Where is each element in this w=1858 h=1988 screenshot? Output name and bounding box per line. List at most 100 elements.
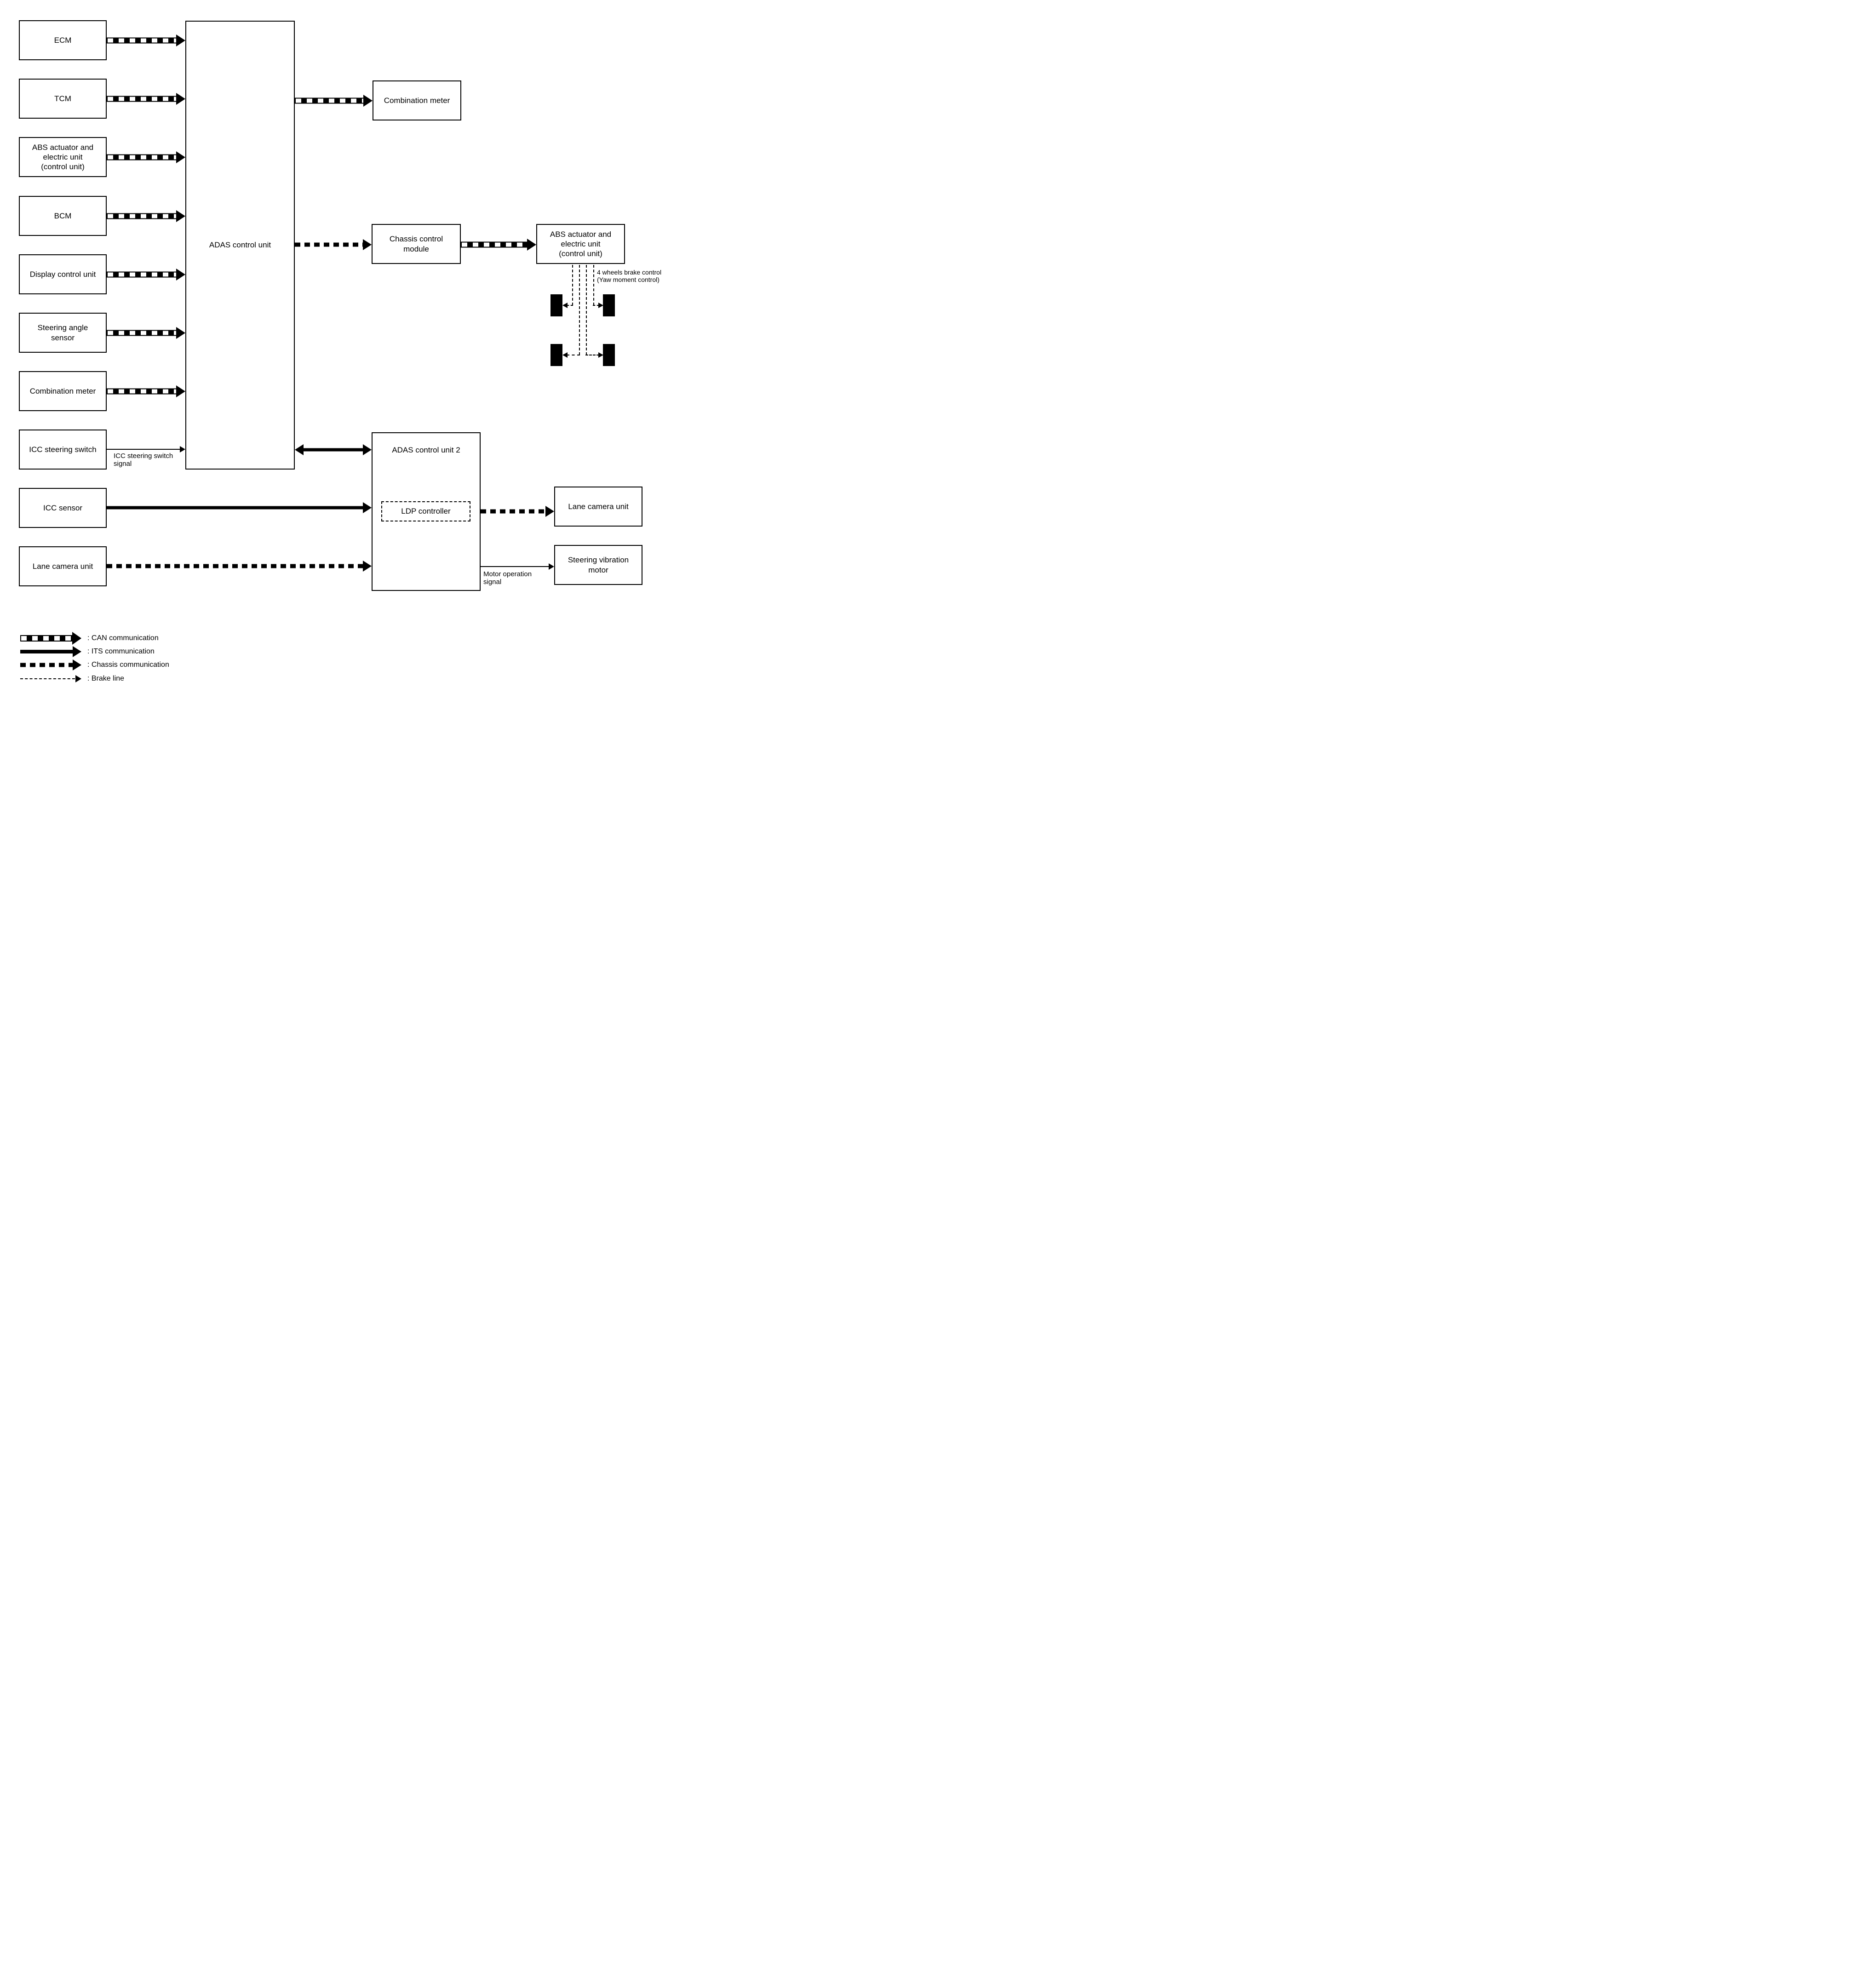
node-icc-sensor: ICC sensor [19, 488, 107, 528]
arrowhead-right-icon [176, 93, 185, 105]
legend-label-its: : ITS communication [87, 647, 155, 655]
brake-line-rear-right [586, 265, 587, 355]
arrowhead-right-icon [75, 675, 81, 682]
can-arrow-sample-icon [20, 632, 81, 645]
node-combination-meter-left: Combination meter [19, 371, 107, 411]
label-4-wheels-brake-control: 4 wheels brake control (Yaw moment contr… [597, 269, 662, 283]
node-steering-angle-sensor: Steering angle sensor [19, 313, 107, 353]
wheel-front-right-icon [603, 294, 615, 316]
edge-its-icc-sensor-to-adas2 [107, 501, 372, 514]
brake-arrow-rear-left [562, 352, 580, 358]
adas-system-diagram: ECM TCM ABS actuator and electric unit (… [0, 0, 669, 716]
edge-its-adas-to-adas2-bidirectional [295, 443, 372, 456]
node-lane-camera-right: Lane camera unit [554, 487, 642, 527]
brake-dash [593, 305, 599, 306]
edge-chassis-adas-to-chassis-module [295, 239, 372, 251]
arrowhead-right-icon [363, 239, 372, 250]
edge-can-chassis-module-to-abs [461, 238, 536, 251]
can-shaft [107, 154, 177, 160]
arrowhead-right-icon [598, 352, 603, 358]
can-shaft [107, 388, 177, 395]
arrowhead-left-icon [562, 303, 568, 308]
arrowhead-right-icon [180, 446, 185, 453]
brake-line-front-left [572, 265, 573, 305]
chassis-shaft [20, 663, 73, 667]
arrowhead-right-icon [527, 239, 536, 251]
node-abs-actuator-left: ABS actuator and electric unit (control … [19, 137, 107, 177]
arrowhead-right-icon [363, 502, 372, 513]
node-combination-meter-right: Combination meter [373, 80, 461, 120]
edge-can-meter-to-adas [107, 385, 185, 398]
wheel-front-left-icon [551, 294, 562, 316]
node-chassis-control-module: Chassis control module [372, 224, 461, 264]
arrowhead-left-icon [562, 352, 568, 358]
label-icc-steering-switch-signal: ICC steering switch signal [114, 452, 173, 468]
node-tcm: TCM [19, 79, 107, 119]
arrowhead-right-icon [73, 646, 81, 657]
arrowhead-right-icon [73, 659, 81, 670]
arrowhead-right-icon [176, 269, 185, 281]
chassis-shaft [481, 509, 546, 514]
brake-line-sample-icon [20, 672, 81, 685]
brake-dash [20, 678, 75, 679]
arrowhead-right-icon [176, 210, 185, 222]
arrowhead-right-icon [176, 385, 185, 397]
node-lane-camera-left: Lane camera unit [19, 546, 107, 586]
edge-signal-adas2-to-vibration-motor [481, 563, 554, 570]
arrowhead-left-icon [295, 444, 304, 455]
chassis-shaft [107, 564, 364, 568]
node-adas-control-unit: ADAS control unit [185, 21, 295, 470]
can-shaft [107, 37, 177, 44]
can-shaft [20, 635, 73, 642]
node-steering-vibration-motor: Steering vibration motor [554, 545, 642, 585]
legend-label-can: : CAN communication [87, 634, 159, 642]
legend-item-can: : CAN communication [20, 632, 159, 645]
can-shaft [461, 241, 528, 248]
wheel-rear-left-icon [551, 344, 562, 366]
brake-arrow-front-left [562, 302, 573, 309]
can-shaft [295, 97, 364, 104]
edge-can-bcm-to-adas [107, 210, 185, 223]
its-shaft [20, 650, 73, 653]
edge-chassis-ldp-to-lane-camera [481, 505, 554, 517]
legend-label-brake-line: : Brake line [87, 675, 125, 682]
node-display-control-unit: Display control unit [19, 254, 107, 294]
arrowhead-right-icon [72, 632, 81, 645]
chassis-shaft [295, 242, 364, 247]
can-shaft [107, 96, 177, 102]
edge-can-dcu-to-adas [107, 268, 185, 281]
edge-can-tcm-to-adas [107, 92, 185, 105]
legend-label-chassis: : Chassis communication [87, 661, 169, 669]
edge-can-sas-to-adas [107, 327, 185, 339]
arrowhead-right-icon [176, 34, 185, 46]
arrowhead-right-icon [176, 327, 185, 339]
brake-arrow-rear-right [585, 352, 603, 358]
edge-can-adas-to-combination-meter [295, 94, 373, 107]
its-shaft [107, 506, 364, 510]
edge-chassis-lane-camera-to-adas2 [107, 560, 372, 572]
signal-line [107, 449, 180, 450]
its-arrow-sample-icon [20, 645, 81, 658]
can-shaft [107, 271, 177, 278]
arrowhead-right-icon [545, 506, 554, 517]
arrowhead-right-icon [176, 151, 185, 163]
brake-line-front-right [593, 265, 594, 305]
can-shaft [107, 213, 177, 219]
its-shaft [302, 448, 364, 452]
edge-signal-icc-switch-to-adas [107, 446, 185, 453]
arrowhead-right-icon [363, 95, 373, 107]
node-icc-steering-switch: ICC steering switch [19, 430, 107, 470]
wheel-rear-right-icon [603, 344, 615, 366]
legend-item-chassis: : Chassis communication [20, 659, 169, 671]
can-shaft [107, 330, 177, 336]
adas-control-unit-2-label: ADAS control unit 2 [392, 446, 460, 454]
arrowhead-right-icon [598, 303, 603, 308]
arrowhead-right-icon [363, 561, 372, 572]
brake-arrow-front-right [593, 302, 603, 309]
arrowhead-right-icon [363, 444, 372, 455]
edge-can-abs-to-adas [107, 151, 185, 164]
node-ldp-controller: LDP controller [381, 501, 470, 521]
arrowhead-right-icon [549, 563, 554, 570]
brake-line-rear-left [579, 265, 580, 355]
signal-line [481, 566, 549, 567]
